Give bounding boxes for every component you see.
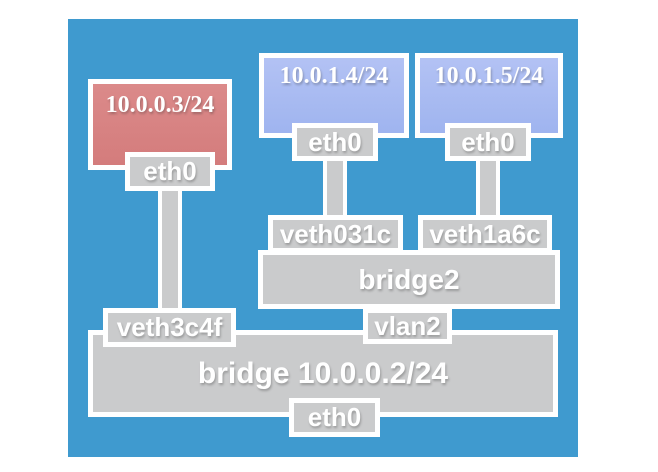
main-bridge-label: bridge 10.0.0.2/24	[197, 356, 449, 390]
host-blue-1-eth0-label: eth0	[308, 126, 362, 157]
bridge2-label: bridge2	[358, 263, 460, 295]
main-bridge-eth0-label: eth0	[307, 402, 362, 432]
cable-redhost-to-veth3c4f	[158, 170, 182, 330]
vlan2-label: vlan2	[374, 310, 441, 341]
veth3c4f-port: veth3c4f	[103, 308, 236, 347]
host-blue-2-eth0-label: eth0	[461, 126, 515, 157]
cable-host1-to-veth031c	[323, 150, 347, 225]
host-blue-1-ip-label: 10.0.1.4/24	[279, 63, 389, 89]
veth1a6c-port: veth1a6c	[418, 215, 552, 253]
host-blue-2-ip-label: 10.0.1.5/24	[434, 63, 544, 89]
host-blue-2-eth0-port: eth0	[445, 123, 531, 161]
host-red-eth0-label: eth0	[143, 156, 197, 186]
veth1a6c-label: veth1a6c	[429, 218, 541, 249]
veth031c-port: veth031c	[268, 215, 403, 253]
host-red-ip-label: 10.0.0.3/24	[105, 92, 215, 118]
main-bridge-eth0-port: eth0	[289, 398, 380, 437]
bridge2-box: bridge2	[258, 250, 560, 309]
veth031c-label: veth031c	[279, 218, 392, 249]
veth3c4f-label: veth3c4f	[116, 312, 223, 342]
host-blue-1-eth0-port: eth0	[292, 123, 378, 161]
cable-host2-to-veth1a6c	[476, 150, 500, 225]
host-red-eth0-port: eth0	[125, 152, 215, 191]
vlan2-port: vlan2	[363, 308, 452, 344]
